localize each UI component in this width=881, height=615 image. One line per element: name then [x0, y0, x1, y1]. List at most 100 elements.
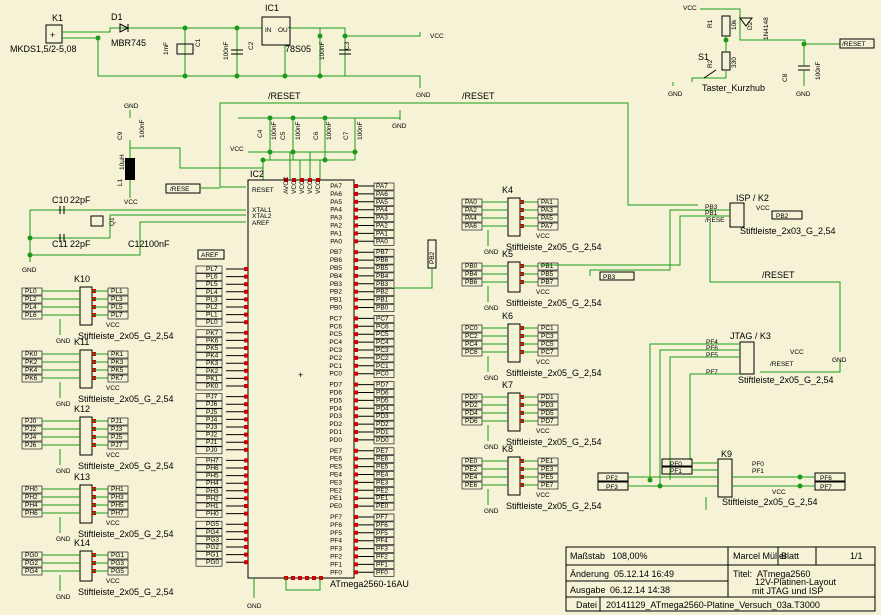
header-pin-in: PA4 [465, 215, 477, 222]
gnd-label: GND [56, 536, 71, 543]
net-label-box [195, 438, 223, 447]
ic2-right-pin-label: PA4 [376, 207, 388, 214]
pin-header [79, 349, 93, 389]
gnd-label: GND [56, 468, 71, 475]
pin-header [507, 323, 521, 363]
ic2-pin-marker [244, 522, 248, 527]
ic2-left-pin-label: PK1 [206, 375, 219, 382]
ic2-right-pin-name: PB5 [330, 265, 343, 272]
vcc-label: VCC [106, 452, 120, 459]
ic2-right-pin-name: PE5 [330, 464, 343, 471]
net-label-box [373, 198, 395, 207]
header-pin-in: PG0 [25, 552, 38, 559]
ic2-right-pin-label: PE5 [376, 464, 389, 471]
ic2-left-pin-label: PK6 [206, 337, 219, 344]
ic2-pin-marker [354, 363, 358, 368]
net-label-box [195, 551, 223, 559]
reset-circuit: VCC R1 10k D2 1N4148 R2 330 S1 Taster_Ku… [668, 5, 875, 98]
ic2-right-pin-label: PD4 [376, 405, 389, 412]
ic2-right-pin-label: PA7 [376, 183, 388, 190]
net-label-box [195, 431, 223, 439]
net-label-box [195, 344, 223, 353]
ic2-right-pin-label: PB3 [376, 281, 389, 288]
vcc-label: VCC [106, 520, 120, 527]
d1-ref: D1 [111, 12, 123, 22]
net-label-box [107, 350, 129, 359]
ic2-right-pin-label: PD7 [376, 382, 389, 389]
ic2-pin-marker [244, 267, 248, 271]
header-pin-in: PD6 [465, 418, 478, 425]
ic2-right-pin-label: PD0 [376, 437, 389, 444]
header-pin-out: PE5 [541, 474, 554, 481]
header-pin-in: PJ6 [25, 442, 37, 449]
ic2-pin-marker [244, 394, 248, 399]
net-label-box [107, 551, 129, 560]
net-label-box [107, 311, 129, 320]
svg-text:Änderung: Änderung [570, 569, 609, 579]
net-label-box [195, 464, 223, 473]
svg-text:100nF: 100nF [144, 239, 170, 249]
ic2-pin-marker [354, 382, 358, 387]
net-label-box [537, 417, 559, 426]
connector-k1 [45, 24, 63, 44]
header-pin-in: PE0 [465, 458, 478, 465]
header-pin-out: PA3 [541, 207, 553, 214]
svg-text:Ausgabe: Ausgabe [570, 585, 606, 595]
header-pin-out: PJ1 [111, 418, 123, 425]
net-label-box [195, 487, 223, 496]
net-label-box [107, 559, 129, 568]
ic2-pin-marker [244, 529, 248, 534]
ic2-pin-marker [354, 515, 358, 519]
ic2-left-pin-label: PJ6 [206, 401, 218, 408]
ic2-left-pin-label: PG4 [206, 529, 219, 536]
vcc-label: VCC [536, 233, 550, 240]
svg-text:C1: C1 [195, 38, 202, 47]
ic2-right-pin-name: PF4 [330, 538, 342, 545]
net-label-box [373, 182, 395, 191]
svg-text:VCC: VCC [790, 349, 804, 356]
net-label-box [373, 479, 395, 487]
diode-d1-symbol [119, 23, 130, 33]
header-pin-in: PK6 [25, 375, 38, 382]
svg-text:Blatt: Blatt [781, 551, 800, 561]
svg-text:10µH: 10µH [119, 154, 126, 170]
svg-text:22pF: 22pF [70, 239, 91, 249]
ic2-pin-marker [354, 184, 358, 188]
svg-text:100nF: 100nF [295, 122, 302, 140]
net-label-box [537, 457, 559, 466]
net-label-box [107, 358, 129, 367]
net-label-box [537, 332, 559, 341]
svg-text:100nF: 100nF [815, 62, 822, 80]
ic2-pin-marker [244, 545, 248, 549]
ic2-pin-marker [244, 305, 248, 309]
ic2-pin-marker [354, 340, 358, 345]
svg-text:/RESE: /RESE [705, 217, 725, 224]
ic2-pin-marker [244, 440, 248, 445]
net-label-box [107, 374, 129, 383]
ic2-pin-marker [354, 562, 358, 567]
header-pin-out: PK1 [111, 351, 124, 358]
ic2-right-pin-label: PF2 [376, 554, 388, 561]
ic2-pin-marker [244, 496, 248, 501]
vcc-label: VCC [536, 289, 550, 296]
ic2-pin-marker [292, 178, 296, 182]
ic2-right-pin-name: PA5 [330, 199, 342, 206]
net-label-box [373, 206, 395, 214]
svg-text:VCC: VCC [124, 199, 138, 206]
ic2-right-pin-name: PE6 [330, 456, 343, 463]
ic2-pin-marker [244, 368, 248, 373]
net-label-box [373, 545, 395, 553]
title-block: Maßstab 108,00% Marcel Müller Blatt 1/1 … [565, 546, 876, 612]
svg-text:PF6: PF6 [820, 475, 832, 482]
svg-text:/RESET: /RESET [770, 361, 794, 368]
ic2-pin-marker [244, 458, 248, 463]
ic2-pin-marker [354, 522, 358, 527]
ic2-right-pin-label: PB2 [376, 289, 389, 296]
ic2-right-pin-name: PA4 [330, 207, 342, 214]
svg-text:K9: K9 [721, 449, 732, 459]
ic2-right-pin-name: PA6 [330, 191, 342, 198]
ic2-pin-marker [354, 258, 358, 263]
ic2-right-pin-name: PA1 [330, 230, 342, 237]
ic2-pin-marker [244, 289, 248, 294]
